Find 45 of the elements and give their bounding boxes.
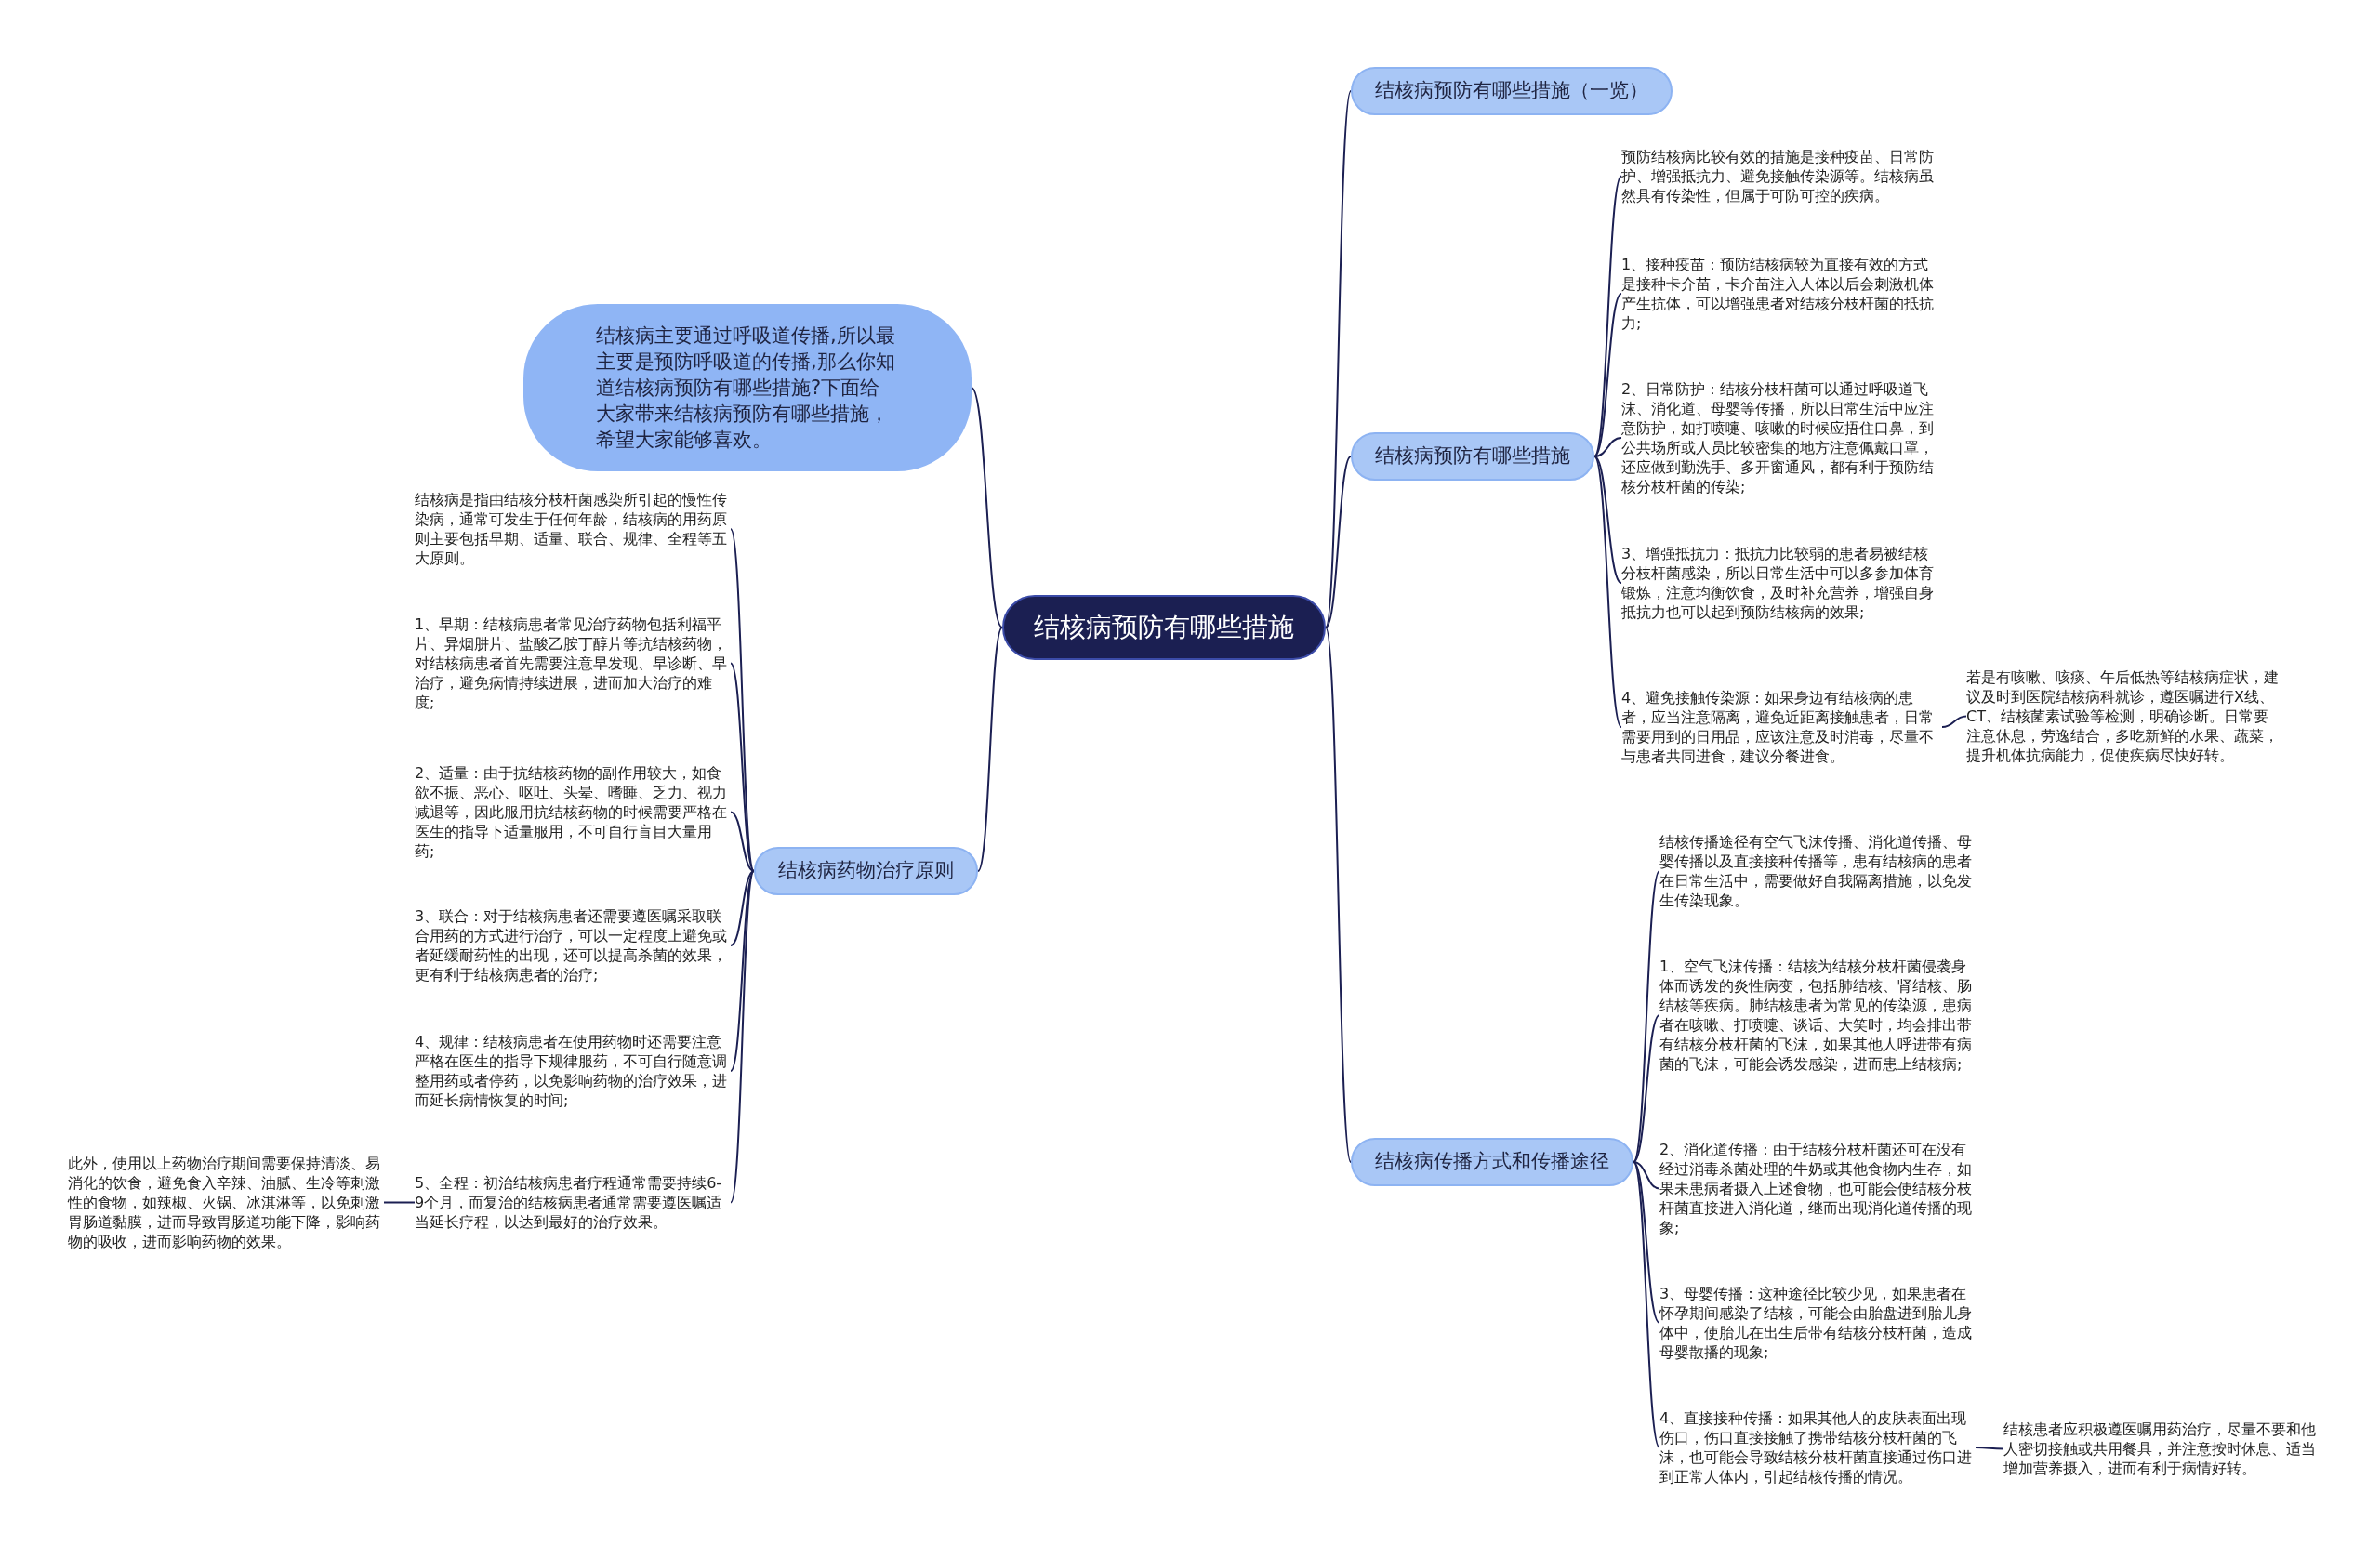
connector-line [1593, 456, 1622, 728]
connector-line [1593, 293, 1622, 457]
text-note: 4、避免接触传染源：如果身边有结核病的患者，应当注意隔离，避免近距离接触患者，日常需要用到的日用品，应该注意及时消毒，尽量不与患者共同进食，建议分餐进食。 [1621, 688, 1942, 766]
connector-line [730, 528, 755, 872]
text-note: 4、直接接种传播：如果其他人的皮肤表面出现伤口，伤口直接接触了携带结核分枝杆菌的飞沫，也可能会导致结核分枝杆菌直接通过伤口进到正常人体内，引起结核传播的情况。 [1659, 1408, 1976, 1486]
connector-line [730, 870, 755, 946]
branch-topic: 结核病药物治疗原则 [754, 847, 978, 895]
branch-topic: 结核病预防有哪些措施（一览） [1351, 67, 1673, 115]
text-note: 结核患者应积极遵医嘱用药治疗，尽量不要和他人密切接触或共用餐具，并注意按时休息、适当增加营养摄入，进而有利于病情好转。 [2003, 1420, 2324, 1478]
connector-line [977, 627, 1003, 872]
text-note: 结核病是指由结核分枝杆菌感染所引起的慢性传染病，通常可发生于任何年龄，结核病的用药原则主要包括早期、适量、联合、规律、全程等五大原则。 [415, 490, 731, 568]
text-note: 3、母婴传播：这种途径比较少见，如果患者在怀孕期间感染了结核，可能会由胎盘进到胎儿身体中，使胎儿在出生后带有结核分枝杆菌，造成母婴散播的现象; [1659, 1284, 1976, 1362]
text-note: 2、适量：由于抗结核药物的副作用较大，如食欲不振、恶心、呕吐、头晕、嗜睡、乏力、视力减退等，因此服用抗结核药物的时候需要严格在医生的指导下适量服用，不可自行盲目大量用药; [415, 763, 731, 861]
connector-line [1593, 456, 1622, 584]
branch-topic: 结核病传播方式和传播途径 [1351, 1138, 1633, 1186]
text-note: 2、日常防护：结核分枝杆菌可以通过呼吸道飞沫、消化道、母婴等传播，所以日常生活中应注意防护，如打喷嚏、咳嗽的时候应捂住口鼻，到公共场所或人员比较密集的地方注意佩戴口罩，还应做到勤洗手、多开窗通风，都有利于预防结核分枝杆菌的传染; [1621, 379, 1942, 496]
connector-line [730, 662, 755, 872]
connector-line [1325, 627, 1352, 1163]
text-note: 1、早期：结核病患者常见治疗药物包括利福平片、异烟肼片、盐酸乙胺丁醇片等抗结核药物，对结核病患者首先需要注意早发现、早诊断、早治疗，避免病情持续进展，进而加大治疗的难度; [415, 614, 731, 712]
connector-line [1975, 1447, 2004, 1450]
connector-line [730, 870, 755, 1072]
connector-line [730, 811, 755, 872]
text-note: 2、消化道传播：由于结核分枝杆菌还可在没有经过消毒杀菌处理的牛奶或其他食物内生存，如果未患病者摄入上述食物，也可能会使结核分枝杆菌直接进入消化道，继而出现消化道传播的现象; [1659, 1140, 1976, 1237]
text-note: 4、规律：结核病患者在使用药物时还需要注意严格在医生的指导下规律服药，不可自行随意调整用药或者停药，以免影响药物的治疗效果，进而延长病情恢复的时间; [415, 1032, 731, 1110]
text-note: 预防结核病比较有效的措施是接种疫苗、日常防护、增强抵抗力、避免接触传染源等。结核病虽然具有传染性，但属于可防可控的疾病。 [1621, 147, 1942, 205]
connector-line [1941, 715, 1967, 728]
text-note: 1、接种疫苗：预防结核病较为直接有效的方式是接种卡介苗，卡介苗注入人体以后会刺激机体产生抗体，可以增强患者对结核分枝杆菌的抵抗力; [1621, 255, 1942, 333]
branch-topic: 结核病预防有哪些措施 [1351, 432, 1594, 481]
text-note: 此外，使用以上药物治疗期间需要保持清淡、易消化的饮食，避免食入辛辣、油腻、生冷等刺激性的食物，如辣椒、火锅、冰淇淋等，以免刺激胃肠道黏膜，进而导致胃肠道功能下降，影响药物的吸收，进而影响药物的效果。 [68, 1154, 384, 1251]
connector-line [971, 387, 1003, 628]
connector-line [1325, 456, 1352, 628]
text-note: 1、空气飞沫传播：结核为结核分枝杆菌侵袭身体而诱发的炎性病变，包括肺结核、肾结核、肠结核等疾病。肺结核患者为常见的传染源，患病者在咳嗽、打喷嚏、谈话、大笑时，均会排出带有结核分枝杆菌的飞沫，如果其他人呼进带有病菌的飞沫，可能会诱发感染，进而患上结核病; [1659, 957, 1976, 1074]
intro-bubble: 结核病主要通过呼吸道传播,所以最主要是预防呼吸道的传播,那么你知道结核病预防有哪些措施?下面给大家带来结核病预防有哪些措施，希望大家能够喜欢。 [523, 304, 972, 471]
root-topic: 结核病预防有哪些措施 [1002, 595, 1326, 660]
connector-line [1633, 1014, 1660, 1163]
text-note: 5、全程：初治结核病患者疗程通常需要持续6-9个月，而复治的结核病患者通常需要遵医嘱适当延长疗程，以达到最好的治疗效果。 [415, 1173, 731, 1232]
connector-line [1633, 1161, 1660, 1324]
text-note: 3、联合：对于结核病患者还需要遵医嘱采取联合用药的方式进行治疗，可以一定程度上避免或者延缓耐药性的出现，还可以提高杀菌的效果，更有利于结核病患者的治疗; [415, 906, 731, 984]
connector-line [383, 1201, 416, 1204]
text-note: 若是有咳嗽、咳痰、午后低热等结核病症状，建议及时到医院结核病科就诊，遵医嘱进行X线、CT、结核菌素试验等检测，明确诊断。日常要注意休息，劳逸结合，多吃新鲜的水果、蔬菜，提升机体抗病能力，促使疾病尽快好转。 [1966, 667, 2282, 765]
connector-line [1633, 1161, 1660, 1190]
text-note: 3、增强抵抗力：抵抗力比较弱的患者易被结核分枝杆菌感染，所以日常生活中可以多参加体育锻炼，注意均衡饮食，及时补充营养，增强自身抵抗力也可以起到预防结核病的效果; [1621, 544, 1942, 622]
connector-line [730, 870, 755, 1204]
connector-line [1593, 437, 1622, 457]
text-note: 结核传播途径有空气飞沫传播、消化道传播、母婴传播以及直接接种传播等，患有结核病的患者在日常生活中，需要做好自我隔离措施，以免发生传染现象。 [1659, 832, 1976, 910]
